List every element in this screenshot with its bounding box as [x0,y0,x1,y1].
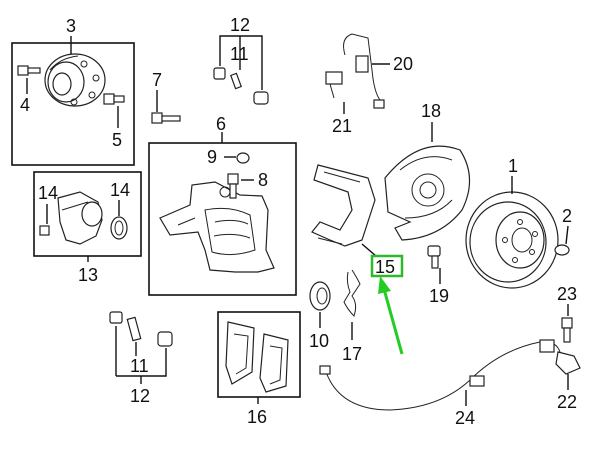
seal-10-illustration [309,281,331,311]
callout-11-top: 11 [230,44,249,64]
callout-14-left: 14 [38,183,58,203]
callout-24: 24 [455,408,475,428]
brake-hose-illustration [325,33,385,109]
callout-6: 6 [216,114,226,134]
brake-pads-illustration [225,321,289,393]
callout-4: 4 [20,95,30,115]
callout-1: 1 [508,156,518,176]
highlight-box-15 [370,254,404,278]
bleeder-8-illustration [227,173,239,199]
callout-7: 7 [152,70,162,90]
callout-2: 2 [562,206,572,226]
callout-22: 22 [557,392,577,412]
screw-2-illustration [554,244,570,256]
dust-shield-illustration [384,145,471,241]
bolt-19-illustration [427,245,441,269]
sensor-bolt-23-illustration [561,317,573,343]
callout-20: 20 [393,54,413,74]
callout-13: 13 [78,265,98,285]
callout-9: 9 [207,147,217,167]
callout-10: 10 [309,331,329,351]
sensor-cable-illustration [319,339,571,411]
speed-sensor-22-illustration [555,351,581,375]
cap-9-illustration [236,152,250,164]
parking-motor-illustration [39,191,128,245]
callout-21: 21 [332,116,352,136]
callout-5: 5 [112,130,122,150]
callout-12-bottom: 12 [130,386,150,406]
caliper-illustration [159,181,275,273]
guide-pin-top-illustration [213,67,269,105]
hub-group-box [11,42,135,166]
callout-19: 19 [429,286,449,306]
guide-pin-bottom-illustration [109,311,173,347]
callout-16: 16 [247,407,267,427]
callout-8: 8 [258,170,268,190]
callout-15: 15 [375,257,395,277]
bolt-7-illustration [151,112,181,124]
callout-12-top: 12 [230,15,250,35]
callout-14-right: 14 [110,180,130,200]
caliper-bracket-illustration [311,164,376,247]
callout-18: 18 [421,101,441,121]
pads-group-box [217,311,301,398]
callout-17: 17 [342,344,362,364]
callout-3: 3 [66,16,76,36]
spring-clip-illustration [343,269,361,317]
wheel-hub-illustration [44,53,106,107]
callout-23: 23 [557,284,577,304]
brake-rotor-illustration [465,191,559,289]
highlight-arrow [378,276,404,355]
bolt-5-illustration [103,93,125,105]
callout-11-bottom: 11 [130,356,149,376]
bolt-4-illustration [17,65,41,76]
